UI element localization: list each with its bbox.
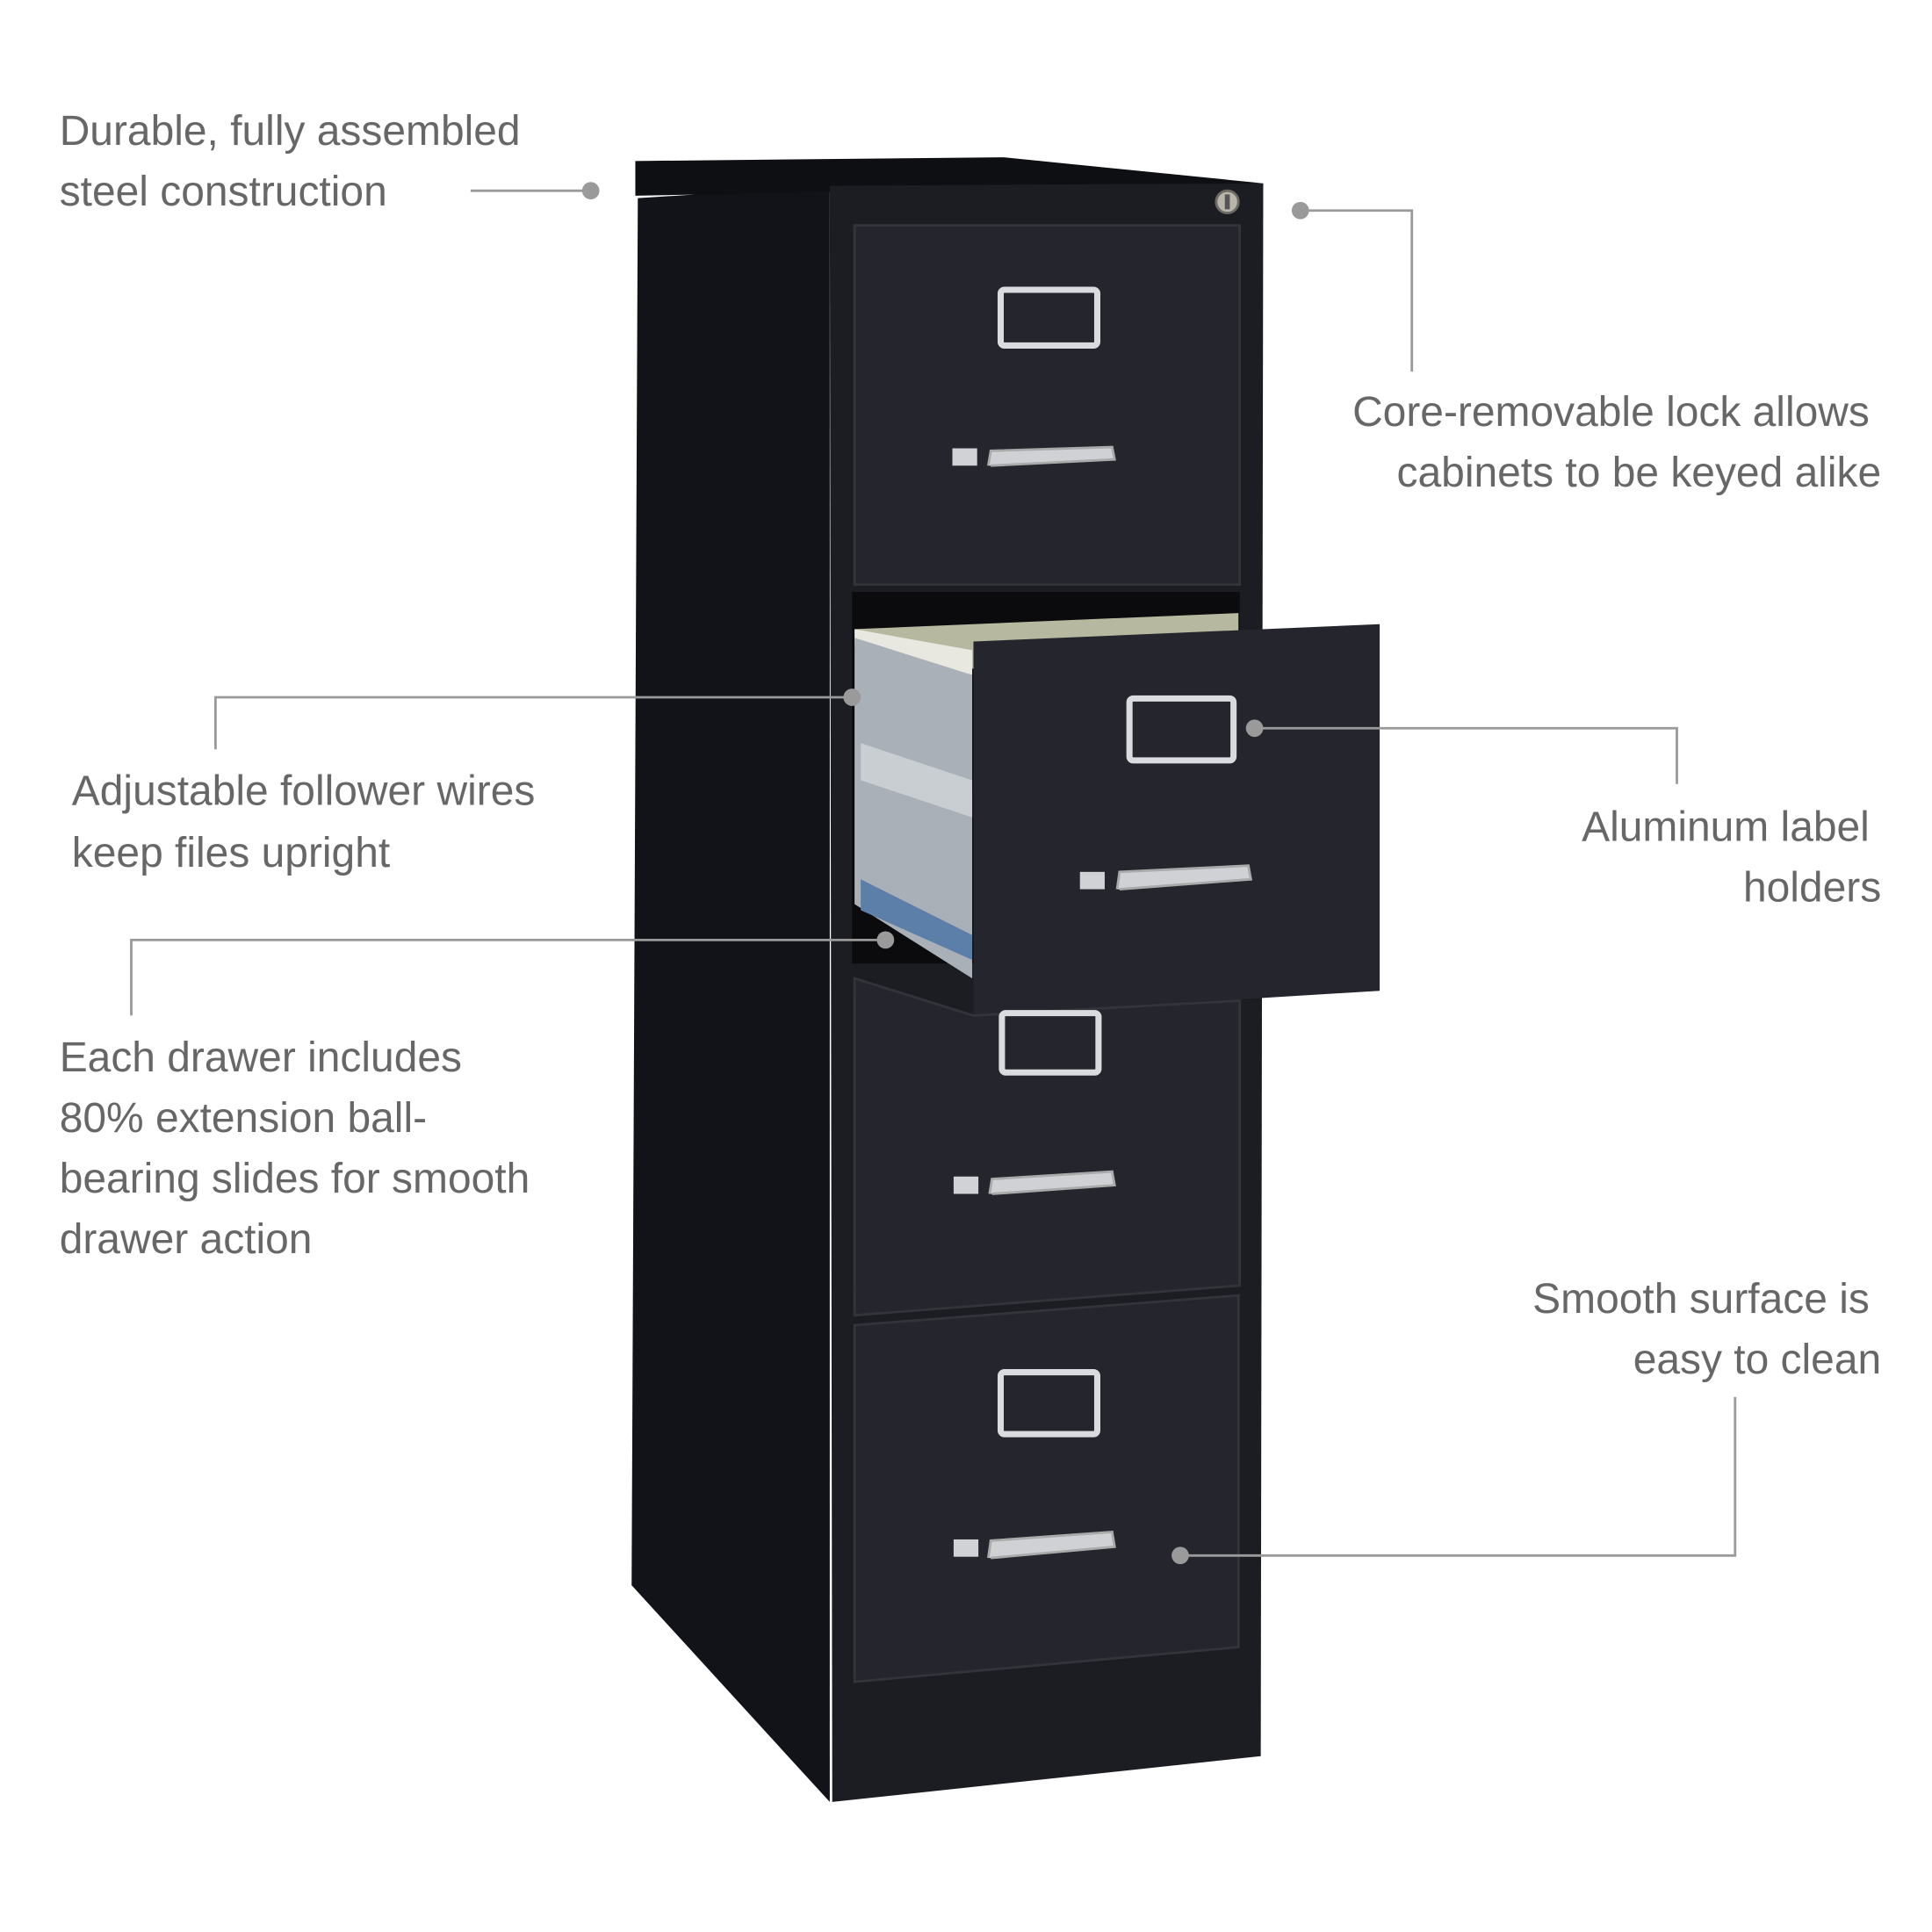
callout-surface: Smooth surface is easy to clean: [1532, 1276, 1881, 1383]
handle-stop: [953, 1539, 979, 1557]
callout-line: Each drawer includes: [60, 1034, 462, 1081]
drawer-3: [853, 977, 1242, 1317]
leader-slides: [130, 938, 886, 1016]
handle-stop: [952, 448, 977, 466]
leader-label: [1254, 726, 1678, 784]
callout-line: steel construction: [60, 169, 387, 215]
cabinet-side: [631, 185, 830, 1802]
ball-bearing-slide: [861, 879, 973, 960]
callout-line: Smooth surface is: [1532, 1276, 1870, 1323]
leader-dot: [1291, 201, 1309, 220]
callout-line: drawer action: [60, 1216, 313, 1263]
drawer-2-open: [973, 624, 1381, 1016]
drawer-handle: [986, 445, 1116, 467]
leader-lock: [1300, 209, 1414, 372]
callout-line: 80% extension ball-: [60, 1095, 427, 1142]
callout-slides: Each drawer includes 80% extension ball-…: [60, 1034, 542, 1263]
callout-line: Core-removable lock allows: [1352, 389, 1870, 436]
callout-line: holders: [1743, 865, 1881, 912]
callout-line: cabinets to be keyed alike: [1397, 450, 1882, 496]
drawer-1: [853, 224, 1242, 587]
leader-lines: [130, 182, 1737, 1565]
label-holder: [998, 1010, 1102, 1076]
leader-dot: [1171, 1546, 1189, 1565]
drawer-handle: [986, 1530, 1116, 1560]
handle-stop: [953, 1176, 979, 1194]
handle-stop: [1079, 871, 1105, 890]
hanging-file-tabs: [854, 629, 973, 675]
callout-line: keep files upright: [72, 830, 390, 876]
drawer-handle: [988, 1170, 1116, 1195]
leader-dot: [876, 931, 895, 949]
leader-dot: [1245, 719, 1264, 738]
callout-line: Adjustable follower wires: [72, 768, 536, 815]
drawer-handle: [1115, 864, 1253, 890]
callout-lock: Core-removable lock allows cabinets to b…: [1352, 389, 1881, 496]
callout-line: bearing slides for smooth: [60, 1156, 530, 1202]
leader-dot: [581, 182, 600, 200]
label-holder: [1126, 695, 1237, 764]
leader-dot: [843, 688, 861, 706]
label-holder: [997, 286, 1101, 349]
callout-follower: Adjustable follower wires keep files upr…: [72, 768, 547, 877]
callout-line: Durable, fully assembled: [60, 108, 521, 155]
leader-surface: [1179, 1396, 1737, 1557]
callout-steel: Durable, fully assembled steel construct…: [60, 108, 532, 215]
callout-line: easy to clean: [1633, 1337, 1881, 1383]
leader-follower: [213, 696, 853, 750]
filing-cabinet: [631, 157, 1381, 1802]
lock: [1215, 189, 1240, 214]
callout-label: Aluminum label holders: [1582, 804, 1881, 912]
label-holder: [997, 1369, 1101, 1438]
callout-line: Aluminum label: [1582, 804, 1870, 851]
drawer-4: [853, 1294, 1240, 1683]
